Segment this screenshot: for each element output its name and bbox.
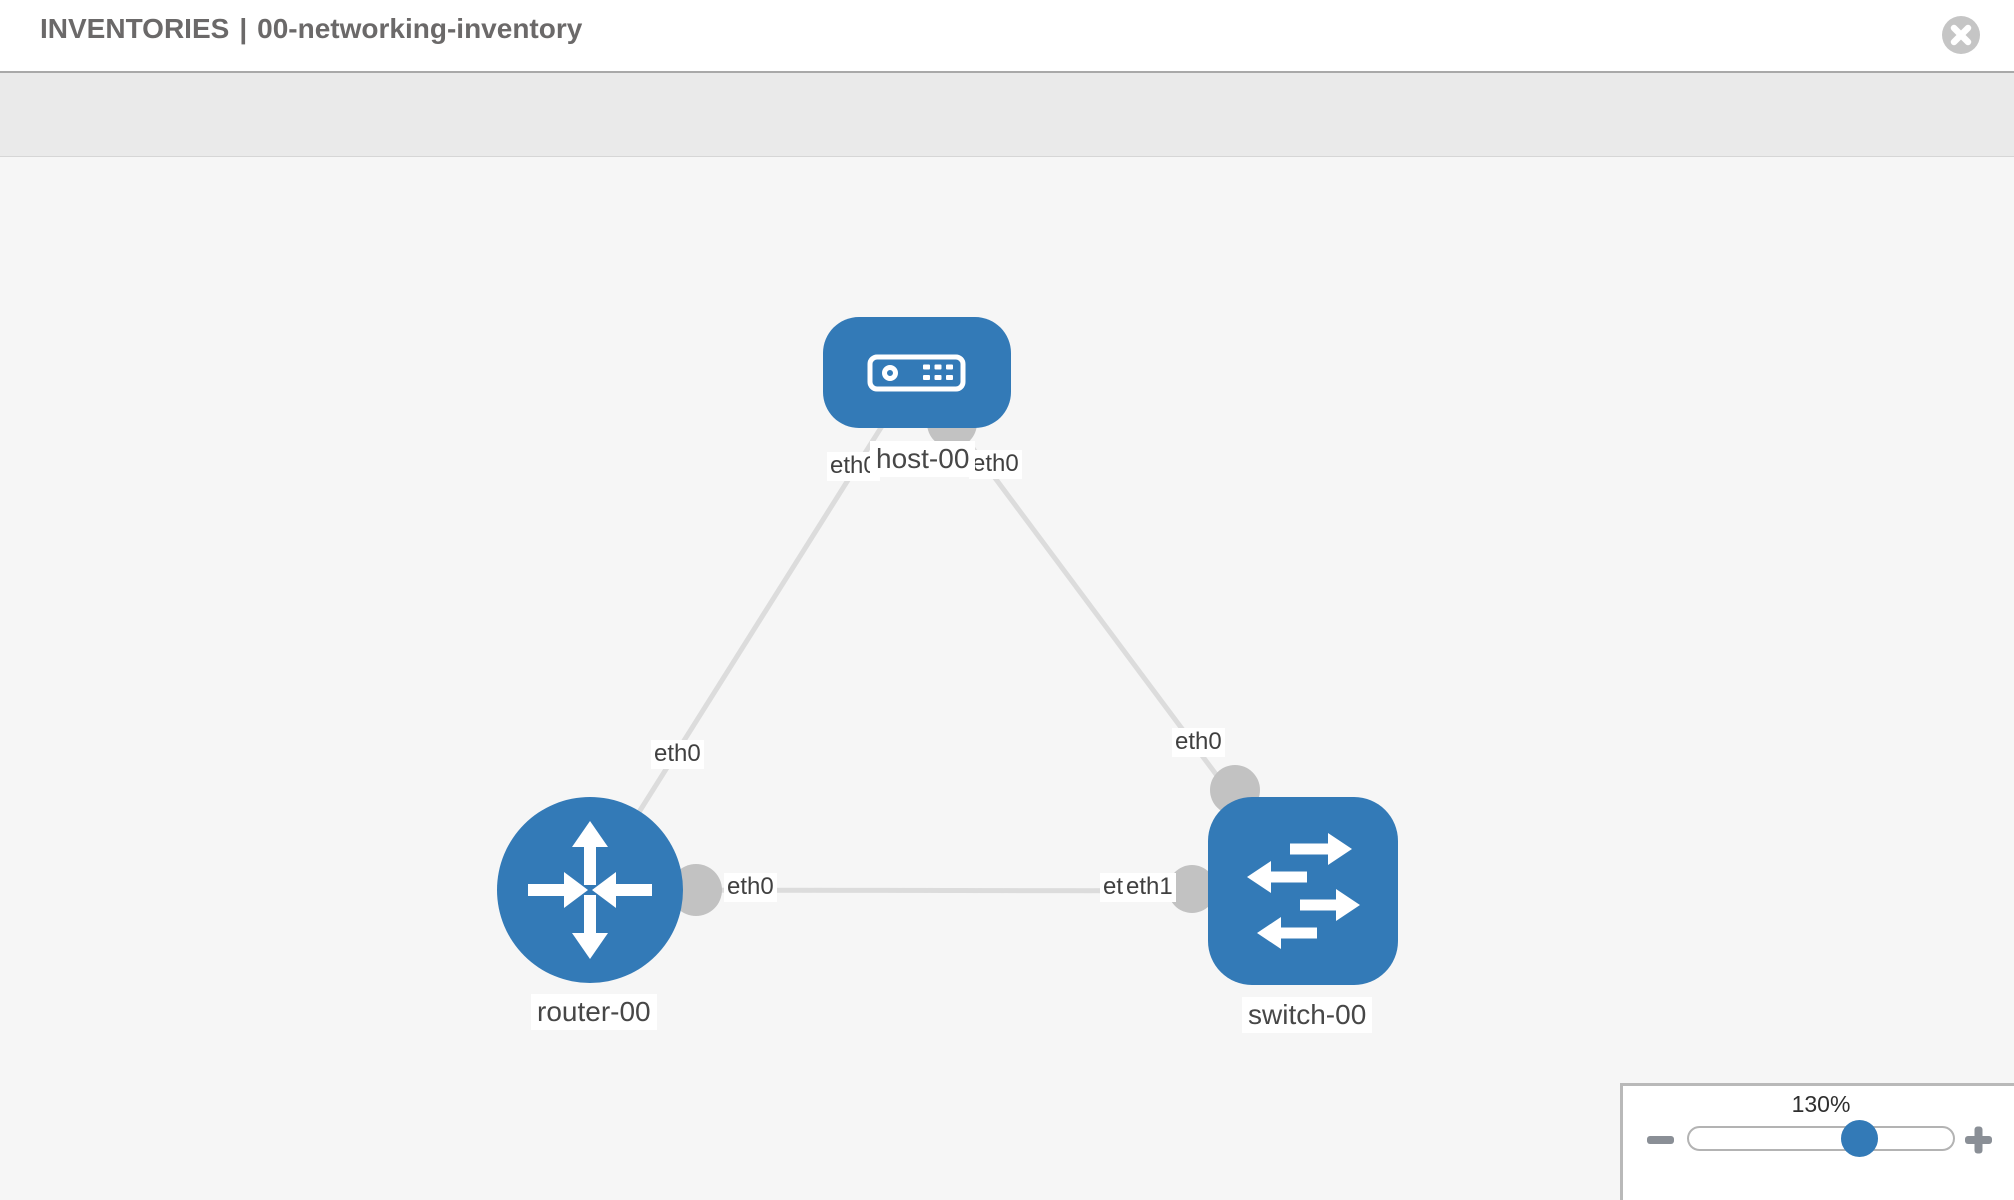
host-icon <box>867 354 966 392</box>
network-toolbar: ACTIONS SEARCH <box>0 71 2014 216</box>
zoom-panel: 130% <box>1620 1083 2014 1200</box>
node-name-switch: switch-00 <box>1242 997 1373 1034</box>
zoom-slider-track[interactable] <box>1687 1126 1955 1151</box>
node-host-00[interactable] <box>823 317 1011 428</box>
topology-canvas[interactable]: eth0 eth0 eth0 eth0 eth0 eth0 eth1 host-… <box>0 157 2014 1200</box>
interface-label: eth0 <box>969 450 1022 479</box>
zoom-slider-handle[interactable] <box>1841 1120 1878 1157</box>
page-title: INVENTORIES | 00-networking-inventory <box>40 13 582 45</box>
connector-router-right <box>670 864 722 916</box>
node-name-host: host-00 <box>870 441 976 478</box>
node-name-router: router-00 <box>531 994 657 1031</box>
zoom-level-value: 130% <box>1791 1091 1851 1117</box>
breadcrumb-section: INVENTORIES <box>40 13 230 44</box>
router-icon <box>528 821 652 959</box>
node-router-00[interactable] <box>497 797 683 983</box>
interface-label: eth0 <box>724 873 777 902</box>
inventory-name: 00-networking-inventory <box>257 13 583 44</box>
breadcrumb-separator: | <box>239 13 248 44</box>
interface-label: eth1 <box>1123 873 1176 902</box>
zoom-in-button[interactable] <box>1963 1124 1995 1156</box>
switch-icon <box>1247 833 1360 949</box>
topology-svg <box>497 317 1398 985</box>
interface-label: eth0 <box>1172 728 1225 757</box>
close-icon <box>1942 16 1980 57</box>
interface-label: eth0 <box>651 740 704 769</box>
close-button[interactable] <box>1942 16 1980 54</box>
zoom-out-button[interactable] <box>1645 1128 1677 1152</box>
node-switch-00[interactable] <box>1208 797 1398 985</box>
connector-switch-left <box>1168 865 1216 913</box>
header-bar: INVENTORIES | 00-networking-inventory <box>0 0 2014 71</box>
minus-icon <box>1645 1136 1677 1155</box>
plus-icon <box>1963 1126 1995 1159</box>
